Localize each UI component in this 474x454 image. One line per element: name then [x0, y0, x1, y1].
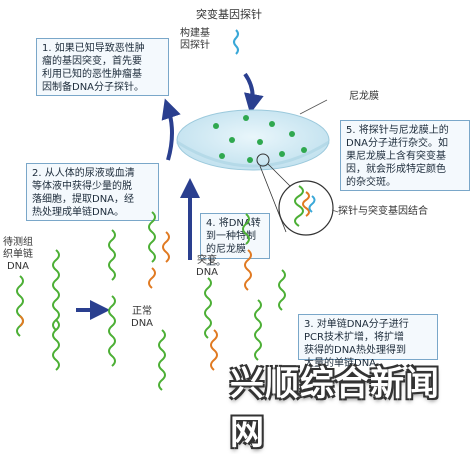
- nylon-membrane: [176, 109, 330, 171]
- amplified-dna-strands: [108, 211, 170, 391]
- sample-dna-strands: [16, 249, 60, 371]
- probe-strand: [233, 29, 239, 55]
- step-4-box: 4. 将DNA转 到一种特制 的尼龙膜上。: [200, 213, 270, 268]
- probe-to-membrane-arrow: [243, 72, 264, 114]
- probe-label: 构建基 因探针: [180, 28, 210, 51]
- step-5-box: 5. 将探针与尼龙膜上的 DNA分子进行杂交。如 果尼龙膜上含有突变基 因，就会…: [340, 120, 470, 191]
- step-3-box: 3. 对单链DNA分子进行 PCR技术扩增，将扩增 获得的DNA热处理得到 大量…: [298, 314, 438, 369]
- step2-to-step1-arrow: [161, 98, 181, 161]
- watermark-text: 兴顺综合新闻网: [230, 364, 440, 453]
- mutant-dna-strands: [204, 213, 286, 371]
- step-1-box: 1. 如果已知导致恶性肿 瘤的基因突变，首先要 利用已知的恶性肿瘤基 因制备DN…: [36, 38, 169, 96]
- diagram-title: 突变基因探针: [196, 8, 262, 21]
- mutant-dna-label: 突变 DNA: [196, 255, 219, 278]
- hybridization-spots: [213, 115, 307, 163]
- hybridization-label: 探针与突变基因结合: [338, 206, 428, 217]
- normal-dna-label: 正常 DNA: [131, 306, 154, 329]
- diagram-graphics: [16, 29, 339, 391]
- step-2-box: 2. 从人体的尿液或血清 等体液中获得少量的脱 落细胞，提取DNA，经 热处理成…: [26, 163, 159, 221]
- sample-dna-label: 待测组 织单链 DNA: [3, 237, 33, 272]
- nylon-membrane-label: 尼龙膜: [349, 91, 379, 102]
